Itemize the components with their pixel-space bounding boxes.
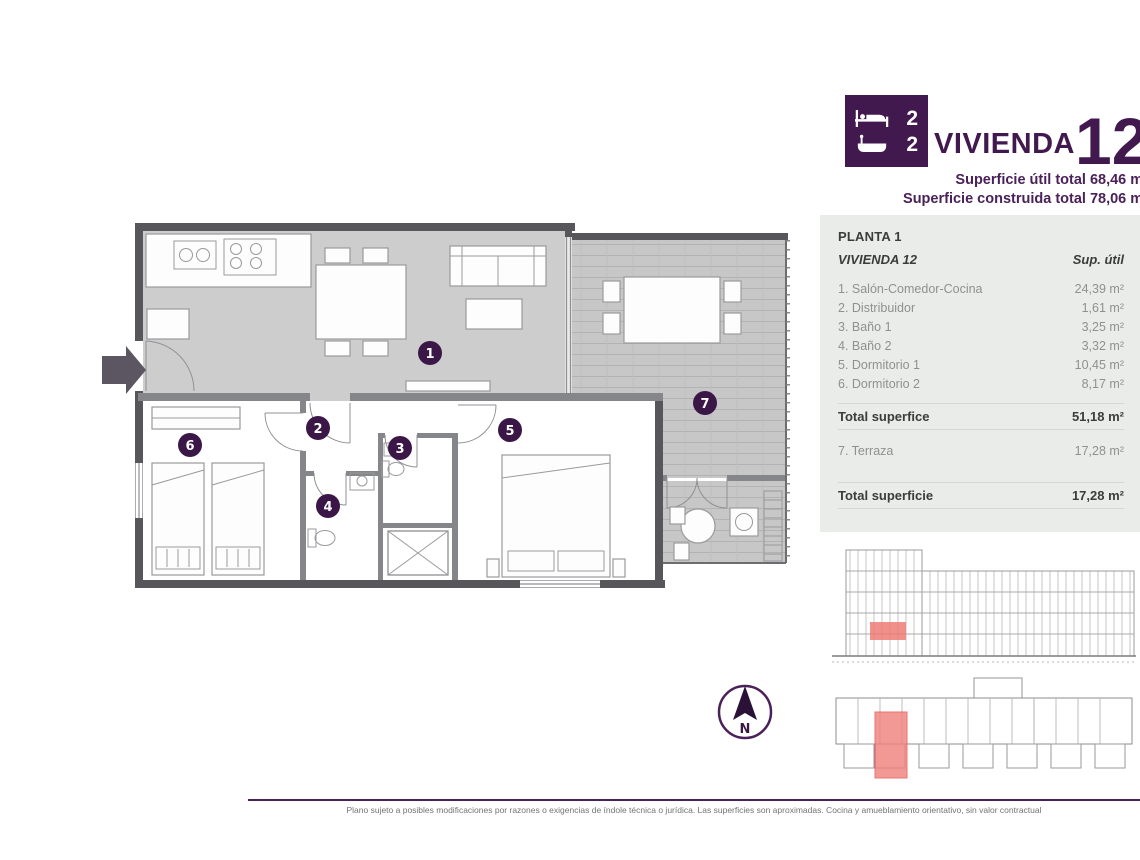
svg-text:5: 5 (505, 424, 514, 439)
single-bed-2 (211, 462, 265, 576)
north-arrow-icon (733, 686, 757, 720)
tv-unit (405, 380, 491, 392)
sofa (449, 245, 547, 287)
site-plan (835, 677, 1133, 779)
window-dorm2 (135, 463, 143, 518)
svg-text:2: 2 (313, 422, 322, 437)
room-row-value: 3,25 m² (1081, 320, 1124, 334)
drying-rack (763, 490, 783, 562)
glass-wall-terrace (565, 237, 572, 393)
terrace-railing (663, 240, 792, 564)
total-value: 17,28 m² (1071, 488, 1124, 503)
room-row-value: 8,17 m² (1081, 377, 1124, 391)
rooms-icon-box: 2 2 (845, 95, 928, 167)
bed-icon (855, 109, 889, 127)
highlighted-unit-elevation (870, 622, 906, 640)
bedrooms-count: 2 (906, 106, 918, 130)
surface-table: PLANTA 1 VIVIENDA 12 Sup. útil 1. Salón-… (820, 215, 1140, 532)
total-terraza-row: Total superficie 17,28 m² (838, 482, 1124, 509)
window-dorm1 (520, 580, 600, 588)
unit-number: 12 (1074, 103, 1140, 178)
room-row-label: 5. Dormitorio 1 (838, 358, 920, 372)
dining-set (315, 247, 407, 357)
table-row: 2. Distribuidor 1,61 m² (838, 299, 1124, 318)
outdoor-table-set (669, 506, 716, 561)
superficie-construida-total: Superficie construida total 78,06 m² (903, 191, 1140, 207)
room-row-label: 1. Salón-Comedor-Cocina (838, 282, 983, 296)
total-label: Total superficie (838, 488, 934, 503)
room-row-label: 3. Baño 1 (838, 320, 892, 334)
shaft (387, 530, 449, 576)
nightstand (612, 558, 626, 578)
total-label: Total superfice (838, 409, 930, 424)
total-value: 51,18 m² (1071, 409, 1124, 424)
header-banner: VIVIENDA 12 (934, 92, 1140, 174)
bathrooms-row: 2 (855, 134, 918, 155)
building-elevation (832, 549, 1136, 663)
room-row-label: 2. Distribuidor (838, 301, 916, 315)
table-sup-util-heading: Sup. útil (1072, 252, 1124, 267)
svg-text:4: 4 (323, 500, 332, 515)
surface-summary: Superficie útil total 68,46 m² Superfici… (903, 171, 1140, 209)
svg-text:7: 7 (700, 397, 709, 412)
compass-north-label: N (740, 722, 751, 737)
room-number-badge-7: 7 (693, 391, 717, 415)
bath-icon (857, 134, 887, 152)
room-number-badge-3: 3 (388, 436, 412, 460)
footer-divider (248, 799, 1140, 801)
room-number-badge-6: 6 (178, 433, 202, 457)
footer-disclaimer: Plano sujeto a posibles modificaciones p… (346, 805, 1042, 815)
svg-text:3: 3 (395, 442, 404, 457)
single-bed-1 (151, 462, 205, 576)
table-vivienda-heading: VIVIENDA 12 (838, 252, 917, 267)
table-row: 1. Salón-Comedor-Cocina 24,39 m² (838, 280, 1124, 299)
terrace-dining-set (602, 276, 742, 344)
room-list: 1. Salón-Comedor-Cocina 24,39 m² 2. Dist… (838, 280, 1124, 394)
room-row-value: 1,61 m² (1081, 301, 1124, 315)
table-row: 5. Dormitorio 1 10,45 m² (838, 356, 1124, 375)
bedrooms-row: 2 (855, 108, 918, 129)
superficie-util-total: Superficie útil total 68,46 m² (955, 172, 1140, 188)
room-number-badge-1: 1 (418, 341, 442, 365)
planta-heading: PLANTA 1 (838, 229, 902, 244)
room-row-value: 10,45 m² (1074, 358, 1124, 372)
table-row: 6. Dormitorio 2 8,17 m² (838, 375, 1124, 394)
terraza-row: 7. Terraza 17,28 m² (838, 444, 1124, 458)
entrance-canopy (973, 677, 1023, 699)
room-row-label: 7. Terraza (838, 444, 894, 458)
room-row-value: 24,39 m² (1074, 282, 1124, 296)
room-number-badge-5: 5 (498, 418, 522, 442)
fridge (146, 308, 190, 340)
compass: N (713, 680, 777, 744)
kitchen-counter (145, 233, 312, 340)
toilet-bath2 (307, 528, 336, 548)
room-row-label: 6. Dormitorio 2 (838, 377, 920, 391)
nightstand (486, 558, 500, 578)
coffee-table (465, 298, 523, 330)
room-number-badge-4: 4 (316, 494, 340, 518)
floor-plan: 1 2 3 4 5 6 7 (100, 223, 792, 593)
wardrobe (151, 406, 241, 430)
table-row: 3. Baño 1 3,25 m² (838, 318, 1124, 337)
total-interior-row: Total superfice 51,18 m² (838, 403, 1124, 430)
bathrooms-count: 2 (906, 132, 918, 156)
sink-bath2 (349, 472, 375, 491)
entry-arrow-icon (102, 346, 146, 394)
room-row-value: 3,32 m² (1081, 339, 1124, 353)
double-bed (486, 454, 626, 578)
highlighted-unit-siteplan (874, 711, 908, 779)
room-number-badge-2: 2 (306, 416, 330, 440)
svg-text:6: 6 (185, 439, 194, 454)
washing-machine (729, 507, 759, 537)
room-row-label: 4. Baño 2 (838, 339, 892, 353)
table-row: 4. Baño 2 3,32 m² (838, 337, 1124, 356)
page-title: VIVIENDA (934, 128, 1075, 160)
room-row-value: 17,28 m² (1074, 444, 1124, 458)
toilet-bath1 (381, 460, 405, 478)
svg-text:1: 1 (425, 347, 434, 362)
